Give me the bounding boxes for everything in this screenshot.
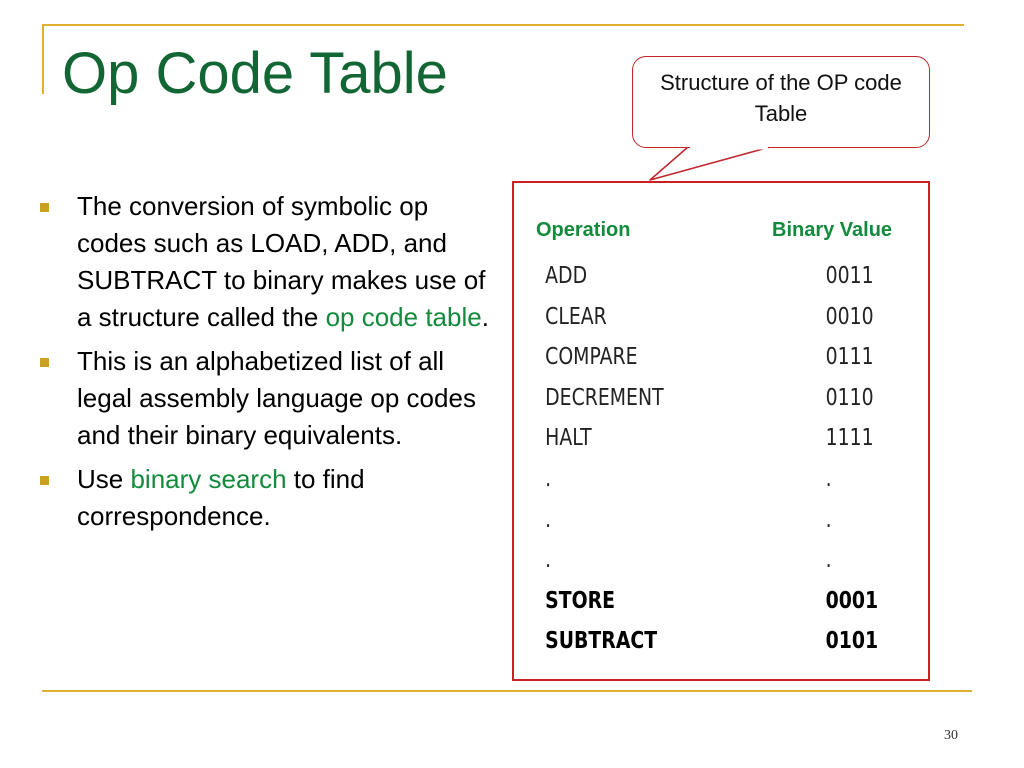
table-row: CLEAR 0010 [514,303,873,344]
table-row: SUBTRACT 0101 [514,628,878,668]
column-header-operation: Operation [536,219,631,241]
highlight-binary-search: binary search [130,464,287,494]
binary-value-cell: . [825,547,832,574]
table-row: STORE 0001 [514,587,878,628]
bullet-text: Use [77,464,131,494]
bullet-item-binary-search: Use binary search to find correspondence… [40,461,500,535]
binary-value-cell: 0110 [825,384,874,411]
binary-value-cell: 0111 [825,344,874,371]
frame-bottom-line [42,690,972,692]
bullet-item-conversion: The conversion of symbolic op codes such… [40,188,500,336]
binary-value-cell: . [825,506,832,533]
bullet-text-end: to find correspondence. [77,464,365,531]
binary-value-cell: 0001 [825,587,879,614]
highlight-op-code-table: op code table [325,302,482,332]
square-bullet-icon [40,358,49,367]
table-row: COMPARE 0111 [514,344,873,384]
table-row: ADD 0011 [514,263,873,303]
binary-value-cell: 0011 [825,263,874,289]
speech-callout: Structure of the OP code Table [632,56,930,148]
frame-left-line [42,24,44,94]
bullet-text: The conversion of symbolic op codes such… [77,191,486,332]
table-row: HALT 1111 [514,425,873,465]
operation-cell: HALT [545,425,592,452]
bullet-text-end: . [481,302,489,332]
operation-cell: . [545,466,552,492]
operation-cell: . [545,547,552,574]
operation-cell: COMPARE [545,344,638,371]
operation-cell: STORE [545,587,616,614]
binary-value-cell: 0101 [825,628,879,655]
slide-title: Op Code Table [62,41,448,106]
table-row: .. [514,547,853,587]
bullet-text: This is an alphabetized list of all lega… [77,346,476,450]
bullet-list: The conversion of symbolic op codes such… [40,188,500,542]
operation-cell: SUBTRACT [545,628,658,655]
binary-value-cell: 0010 [825,303,874,330]
table-row: .. [514,507,853,547]
callout-text: Structure of the OP code Table [660,70,902,126]
frame-top-line [42,24,964,26]
operation-cell: DECREMENT [545,384,664,411]
bullet-item-alphabetized: This is an alphabetized list of all lega… [40,343,500,454]
operation-cell: ADD [545,263,588,289]
binary-value-cell: . [825,466,832,492]
page-number: 30 [944,728,958,743]
binary-value-cell: 1111 [825,425,874,452]
table-row: .. [514,466,853,506]
column-header-binary-value: Binary Value [772,219,893,241]
square-bullet-icon [40,476,49,485]
square-bullet-icon [40,203,49,212]
table-row: DECREMENT 0110 [514,384,873,425]
operation-cell: . [545,506,552,533]
operation-cell: CLEAR [545,303,607,330]
